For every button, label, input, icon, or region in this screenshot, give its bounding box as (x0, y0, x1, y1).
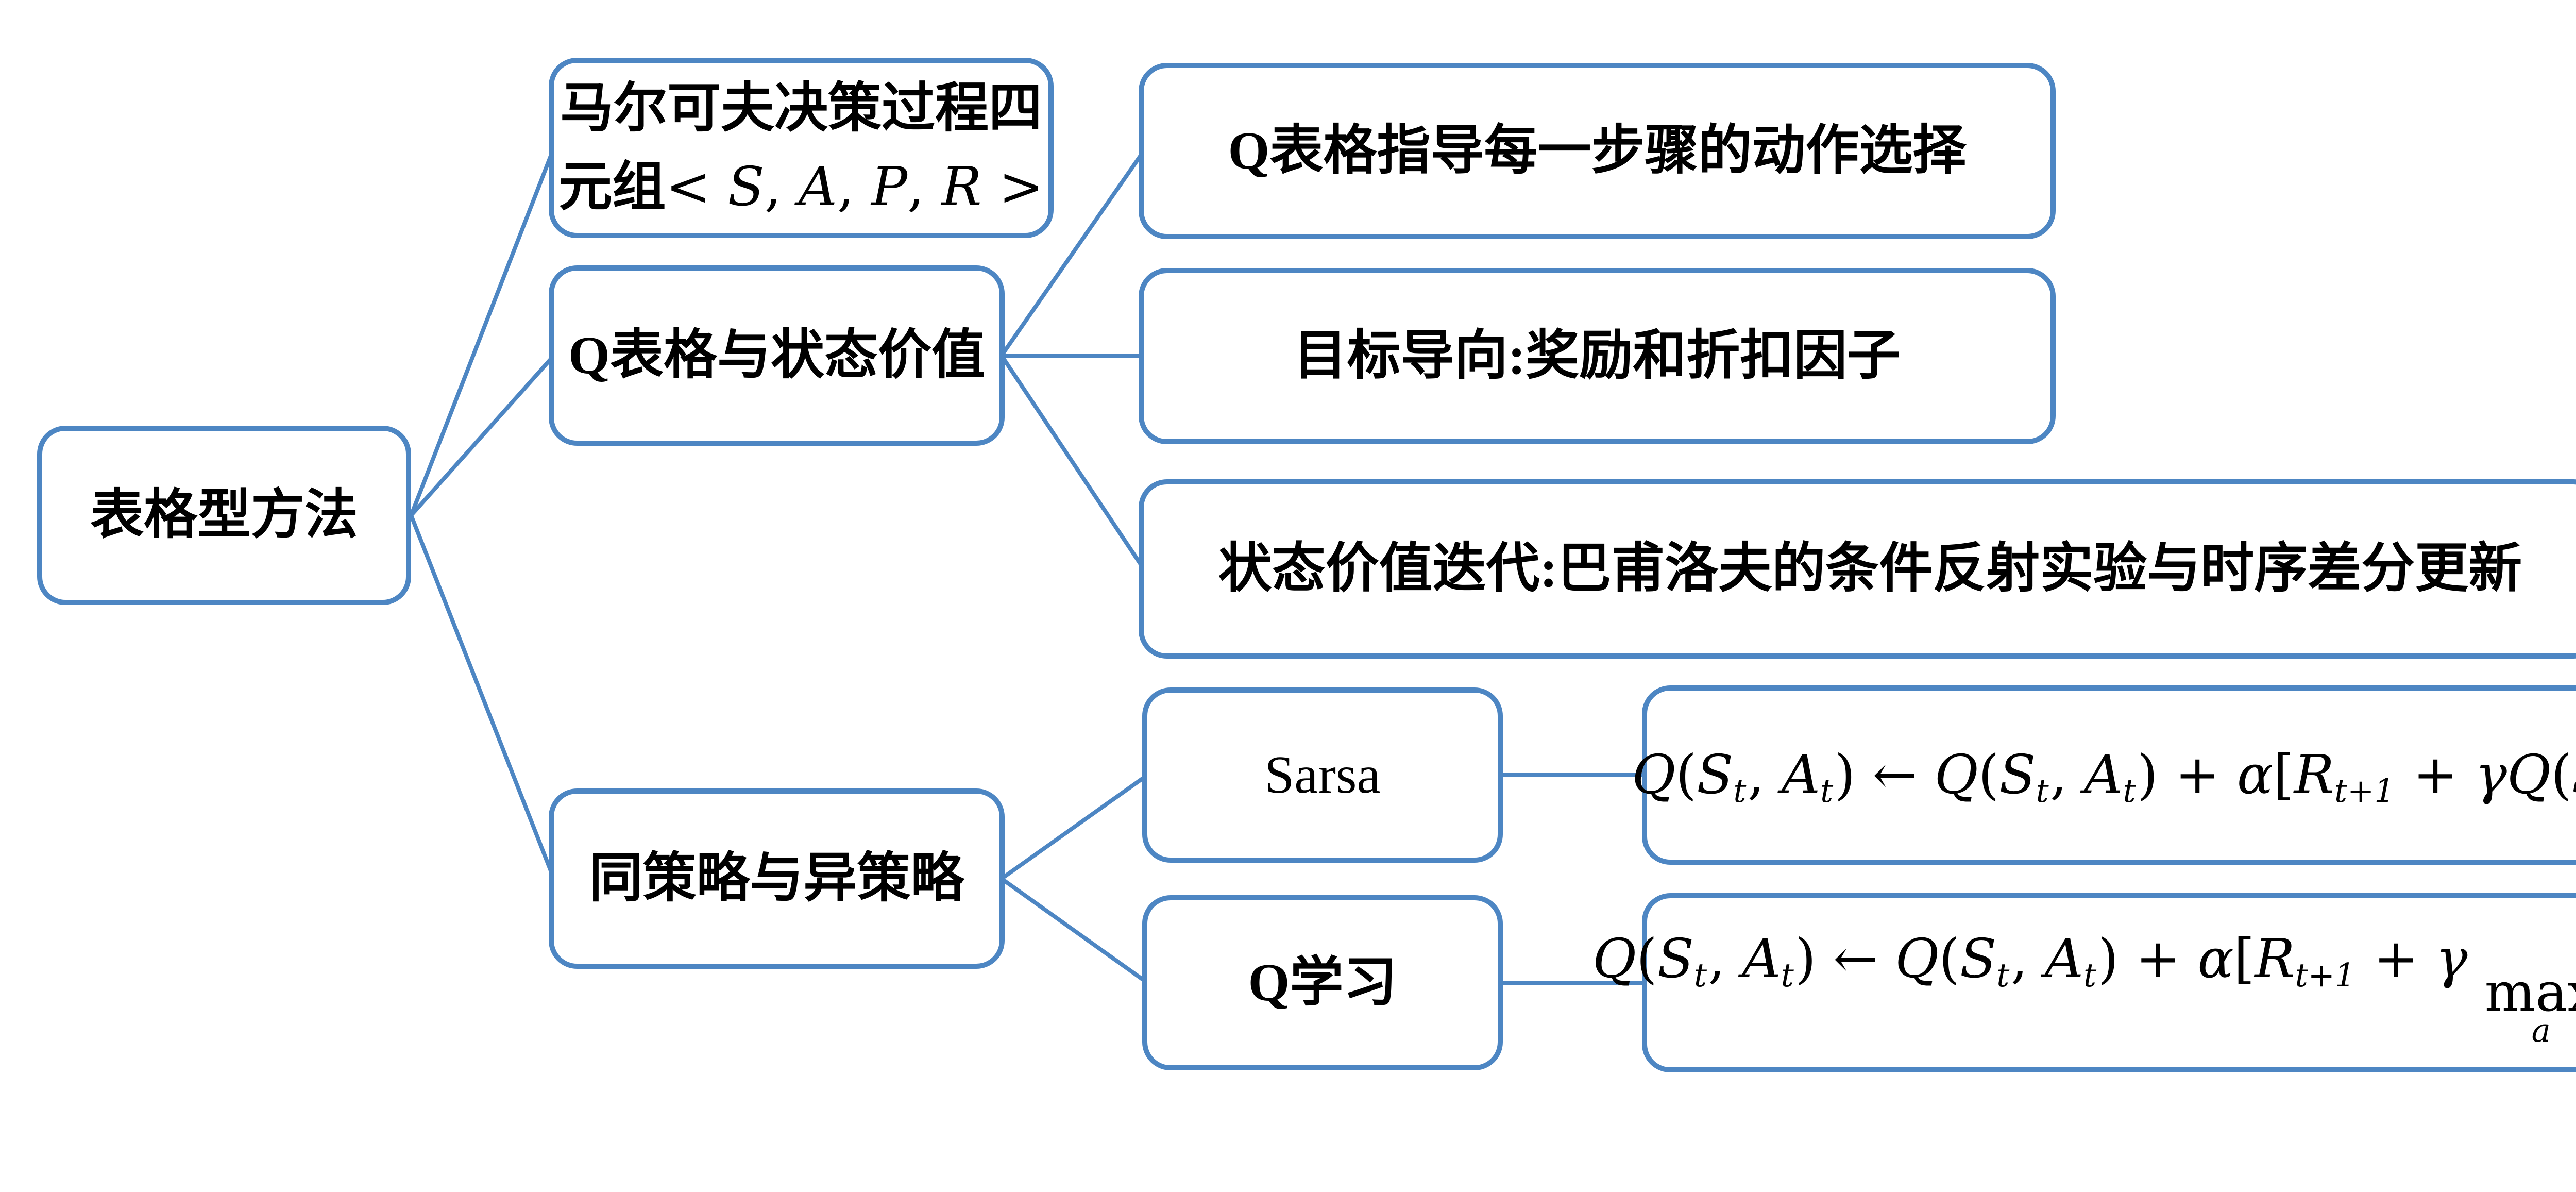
formula-token: ) + (2097, 927, 2198, 990)
formula-token: t (2036, 771, 2049, 810)
node-q-learning-label: Q学习 (1248, 952, 1397, 1012)
formula-token: α (2197, 927, 2234, 990)
formula-token: ( (2551, 743, 2572, 806)
formula-token: A (1782, 743, 1821, 806)
edge-root-mdp (409, 146, 556, 517)
formula-token: A (798, 155, 837, 218)
formula-token: t (1781, 956, 1794, 994)
q-learning-update-formula: Q(St, At) ← Q(St, At) + α[Rt+1 + γ maxa … (1592, 920, 2576, 1050)
formula-token: S (2572, 743, 2576, 806)
formula-token: [ (2233, 927, 2255, 990)
formula-token: α (2236, 743, 2274, 806)
formula-token: P (871, 155, 908, 218)
formula-token: S (1697, 743, 1734, 806)
node-tabular-methods-label: 表格型方法 (90, 485, 358, 545)
formula-token: Q (1632, 743, 1676, 806)
formula-token: + (2396, 743, 2475, 806)
formula-token: ( (1978, 743, 1999, 806)
formula-token: t+1 (2334, 771, 2395, 810)
formula-token: γ (2435, 927, 2468, 990)
node-state-value-iteration-label: 状态价值迭代:巴甫洛夫的条件反射实验与时序差分更新 (1218, 539, 2522, 598)
formula-token: A (1742, 927, 1781, 990)
node-goal-oriented-label: 目标导向:奖励和折扣因子 (1293, 326, 1901, 385)
formula-token: t (2123, 771, 2136, 810)
node-sarsa: Sarsa (1142, 687, 1503, 863)
node-q-learning: Q学习 (1142, 895, 1503, 1070)
node-qtable-state-value-label: Q表格与状态价值 (568, 325, 985, 385)
edge-onoff-qlearn (999, 877, 1149, 985)
formula-token: , (1747, 743, 1782, 806)
edge-root-onoff (409, 513, 556, 881)
formula-token: Q (2506, 743, 2551, 806)
formula-token: + (2357, 927, 2436, 990)
edge-onoff-sarsa (999, 773, 1149, 881)
node-qtable-guides-actions: Q表格指导每一步骤的动作选择 (1139, 63, 2056, 239)
formula-token: ( (1675, 743, 1697, 806)
formula-token: ( (1939, 927, 1960, 990)
formula-token: , (837, 155, 872, 218)
formula-token: < (666, 155, 728, 218)
node-qtable-guides-actions-label: Q表格指导每一步骤的动作选择 (1228, 121, 1967, 180)
edge-qtable-qguide (999, 149, 1146, 358)
formula-token: A (2044, 927, 2084, 990)
sarsa-update-formula: Q(St, At) ← Q(St, At) + α[Rt+1 + γQ(St+1… (1632, 736, 2576, 815)
node-on-off-policy: 同策略与异策略 (549, 788, 1005, 969)
formula-token: S (1657, 927, 1694, 990)
formula-token (2468, 927, 2485, 990)
node-q-learning-update-formula: Q(St, At) ← Q(St, At) + α[Rt+1 + γ maxa … (1592, 893, 2576, 1072)
formula-token: γ (2475, 743, 2507, 806)
formula-token: 元组 (558, 157, 666, 217)
formula-token: ( (1636, 927, 1657, 990)
formula-token: , (2010, 927, 2045, 990)
formula-token: A (2084, 743, 2123, 806)
formula-token: Q (1934, 743, 1978, 806)
formula-token: 马尔可夫决策过程四 (560, 78, 1042, 138)
formula-token: > (981, 155, 1044, 218)
formula-token: S (727, 155, 765, 218)
formula-token: , (1708, 927, 1742, 990)
node-tabular-methods: 表格型方法 (37, 426, 411, 605)
formula-token: R (2294, 743, 2334, 806)
formula-token: t (1820, 771, 1834, 810)
node-sarsa-update-formula: Q(St, At) ← Q(St, At) + α[Rt+1 + γQ(St+1… (1632, 685, 2576, 865)
node-goal-oriented: 目标导向:奖励和折扣因子 (1139, 268, 2056, 444)
node-sarsa-label: Sarsa (1264, 745, 1381, 804)
edge-root-qtable (409, 354, 556, 517)
formula-token: ) ← (1795, 927, 1895, 990)
formula-token: Q (1592, 927, 1637, 990)
formula-token: t (1996, 956, 2010, 994)
formula-token: , (2050, 743, 2084, 806)
formula-token: , (764, 155, 799, 218)
node-state-value-iteration: 状态价值迭代:巴甫洛夫的条件反射实验与时序差分更新 (1139, 479, 2576, 659)
formula-token: ) + (2137, 743, 2237, 806)
formula-token: ) ← (1834, 743, 1935, 806)
math-understack: maxa (2484, 960, 2576, 1050)
formula-token: t (1733, 771, 1747, 810)
formula-token: S (1960, 927, 1997, 990)
node-qtable-state-value: Q表格与状态价值 (549, 265, 1005, 446)
formula-token: t (1693, 956, 1707, 994)
edge-qtable-iter (999, 354, 1146, 571)
node-mdp-tuple-label: 马尔可夫决策过程四元组< S, A, P, R > (558, 70, 1043, 227)
formula-token: [ (2273, 743, 2294, 806)
formula-token: R (941, 155, 982, 218)
formula-token: S (1999, 743, 2036, 806)
formula-token: R (2255, 927, 2295, 990)
formula-token: t (2083, 956, 2097, 994)
formula-token: Q (1895, 927, 1939, 990)
formula-token: t+1 (2295, 956, 2355, 994)
node-on-off-policy-label: 同策略与异策略 (589, 848, 964, 908)
node-mdp-tuple: 马尔可夫决策过程四元组< S, A, P, R > (549, 58, 1054, 238)
formula-token: , (907, 155, 942, 218)
